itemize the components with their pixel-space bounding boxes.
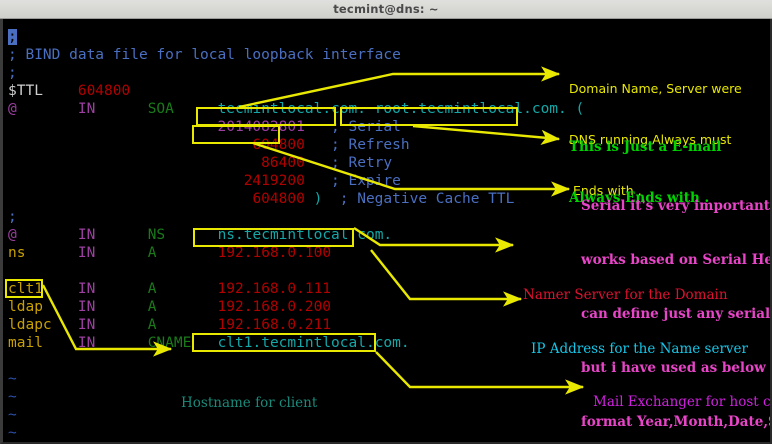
annotation-domain-name: Domain Name, Server were DNS running Alw… (569, 81, 742, 198)
leader-email (412, 124, 561, 146)
zone-file-line: 2419200 ; Expire (243, 173, 401, 189)
zone-file-line: ns IN A 192.168.0.100 (8, 245, 332, 261)
zone-file-line: 2014082801 ; Serial (217, 119, 401, 135)
zone-file-line: 86400 ; Retry (261, 155, 393, 171)
zone-file-line: ~ (8, 407, 17, 423)
zone-file-line: @ IN SOA tecmintlocal.com. root.tecmintl… (8, 101, 585, 117)
zone-file-line: mail IN CNAME clt1.tecmintlocal.com. (8, 335, 410, 351)
window-titlebar: tecmint@dns: ~ (0, 0, 772, 19)
window-title: tecmint@dns: ~ (333, 2, 439, 16)
zone-file-line: 604800 ; Refresh (252, 137, 410, 153)
annotation-email: This is Just a E-mail Always Ends with . (569, 139, 722, 206)
terminal-body[interactable]: ; ; BIND data file for local loopback int… (0, 19, 772, 444)
annotation-serial: Serial it's very important DNS works bas… (581, 198, 772, 430)
zone-file-line: 604800 ) ; Negative Cache TTL (252, 191, 515, 207)
zone-file-line: @ IN NS ns.tecmintlocal.com. (8, 227, 393, 243)
zone-file-line: ldap IN A 192.168.0.200 (8, 299, 332, 315)
zone-file-line: clt1 IN A 192.168.0.111 (8, 281, 332, 297)
zone-file-line: ; (8, 209, 17, 225)
zone-file-line: $TTL 604800 (8, 83, 131, 99)
zone-file-line: ; (8, 65, 17, 81)
zone-file-line: ; (8, 29, 17, 45)
zone-file-line: ~ (8, 389, 17, 405)
zone-file-line: ; BIND data file for local loopback inte… (8, 47, 401, 63)
annotation-mail-exchanger: Mail Exchanger for host clt1 (593, 394, 772, 410)
zone-file-line: ~ (8, 425, 17, 441)
leader-ip-address (370, 249, 523, 307)
zone-file-line: ldapc IN A 192.168.0.211 (8, 317, 332, 333)
annotation-hostname: Hostname for client (181, 395, 318, 411)
annotation-nameserver: Namer Server for the Domain (523, 287, 728, 303)
zone-file-line: ~ (8, 371, 17, 387)
